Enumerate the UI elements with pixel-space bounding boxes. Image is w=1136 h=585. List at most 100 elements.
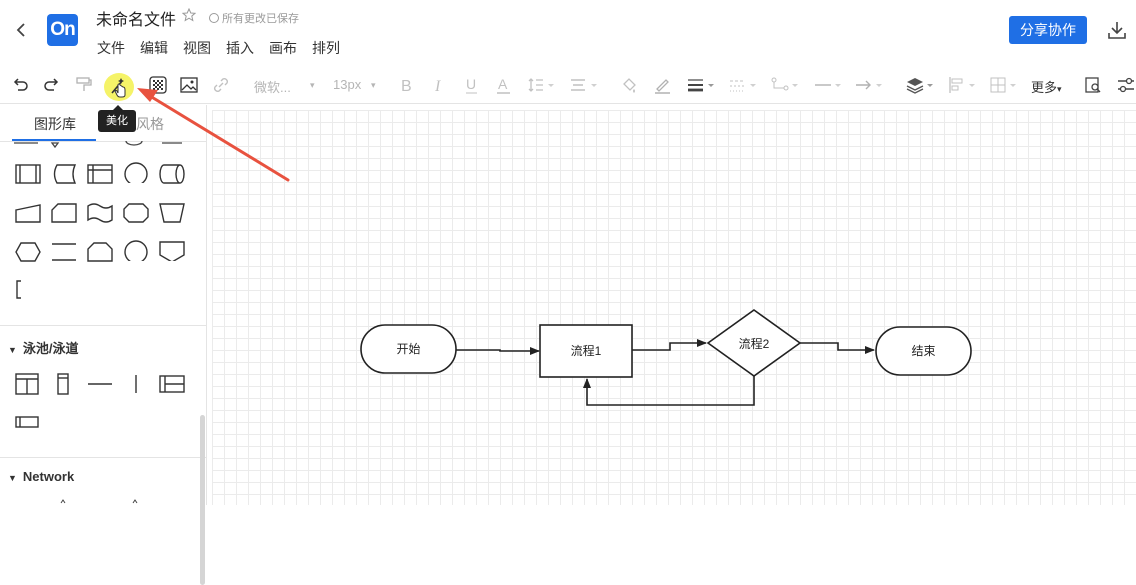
divider bbox=[0, 457, 207, 458]
shape-row-partial bbox=[14, 141, 182, 149]
tab-shape-library[interactable]: 图形库 bbox=[34, 116, 76, 132]
shape-predefined-process[interactable] bbox=[13, 163, 43, 185]
app-logo[interactable]: On bbox=[47, 14, 78, 46]
drawing-canvas[interactable]: 开始 流程1 流程2 结束 bbox=[212, 110, 1136, 505]
node-process2-label: 流程2 bbox=[739, 336, 770, 351]
node-end-label: 结束 bbox=[911, 344, 935, 358]
shape-off-page-connector[interactable] bbox=[157, 239, 187, 261]
shape-pool-vertical[interactable] bbox=[13, 373, 43, 395]
menu-canvas[interactable]: 画布 bbox=[269, 40, 297, 56]
menu-view[interactable]: 视图 bbox=[183, 40, 211, 56]
font-family-dropdown-icon[interactable]: ▾ bbox=[310, 80, 315, 90]
back-button[interactable] bbox=[10, 18, 32, 42]
star-icon[interactable] bbox=[181, 7, 197, 22]
svg-text:A: A bbox=[498, 76, 508, 92]
shape-pool-horizontal[interactable] bbox=[157, 373, 187, 395]
edge-process2-to-end[interactable] bbox=[800, 342, 875, 354]
shape-delay[interactable] bbox=[85, 241, 115, 263]
font-family-select[interactable]: 微软... bbox=[254, 80, 291, 95]
edge-process2-to-process1[interactable] bbox=[583, 376, 755, 406]
save-status-text: 所有更改已保存 bbox=[222, 13, 299, 25]
edge-start-to-process1[interactable] bbox=[456, 347, 540, 355]
redo-icon[interactable] bbox=[42, 75, 62, 95]
format-painter-icon[interactable] bbox=[74, 75, 94, 95]
align-icon[interactable] bbox=[569, 75, 599, 95]
undo-icon[interactable] bbox=[10, 75, 30, 95]
beautify-tooltip: 美化 bbox=[98, 105, 136, 132]
shape-stored-data[interactable] bbox=[49, 163, 79, 185]
share-button[interactable]: 分享协作 bbox=[1009, 16, 1087, 44]
caret-down-icon: ▼ bbox=[8, 473, 17, 483]
section-swimlane[interactable]: ▼ 泳池/泳道 bbox=[8, 338, 79, 357]
font-size-select[interactable]: 13px bbox=[333, 77, 362, 92]
italic-icon[interactable]: I bbox=[430, 75, 450, 95]
font-size-dropdown-icon[interactable]: ▾ bbox=[371, 80, 376, 90]
more-button[interactable]: 更多▾ bbox=[1031, 77, 1062, 96]
shape-sequential-data[interactable] bbox=[121, 161, 151, 183]
fill-color-icon[interactable] bbox=[620, 75, 640, 95]
settings-icon[interactable] bbox=[1116, 75, 1136, 95]
arrow-icon[interactable] bbox=[854, 75, 884, 95]
shape-separator-vertical[interactable] bbox=[121, 373, 151, 395]
document-title[interactable]: 未命名文件 bbox=[96, 12, 177, 29]
node-process2[interactable]: 流程2 bbox=[706, 309, 802, 377]
save-status: 所有更改已保存 bbox=[209, 10, 299, 26]
shape-separator-horizontal[interactable] bbox=[85, 373, 115, 395]
shape-display[interactable] bbox=[121, 202, 151, 224]
beautify-icon bbox=[111, 78, 126, 98]
shape-direct-data[interactable] bbox=[157, 163, 187, 185]
node-process1-label: 流程1 bbox=[571, 343, 602, 358]
fill-pattern-icon[interactable] bbox=[148, 75, 168, 95]
line-color-icon[interactable] bbox=[653, 75, 673, 95]
connector-icon[interactable] bbox=[770, 75, 800, 95]
menu-file[interactable]: 文件 bbox=[97, 40, 125, 56]
underline-icon[interactable]: U bbox=[462, 75, 482, 95]
line-style-icon[interactable] bbox=[728, 75, 758, 95]
menu-arrange[interactable]: 排列 bbox=[312, 40, 340, 56]
shape-preparation[interactable] bbox=[13, 241, 43, 263]
section-network-title: Network bbox=[22, 469, 75, 484]
download-icon[interactable] bbox=[1106, 19, 1128, 41]
shape-lane-horizontal[interactable] bbox=[13, 411, 43, 433]
section-swimlane-title: 泳池/泳道 bbox=[22, 341, 79, 356]
edge-process1-to-process2[interactable] bbox=[632, 339, 707, 351]
tab-style[interactable]: 风格 bbox=[136, 116, 164, 132]
node-end[interactable]: 结束 bbox=[875, 326, 972, 376]
shape-connector[interactable] bbox=[121, 239, 151, 261]
toolbar: 微软... ▾ 13px ▾ B I U A 更多▾ bbox=[0, 66, 1136, 104]
line-type-icon[interactable] bbox=[813, 75, 843, 95]
shape-card[interactable] bbox=[49, 202, 79, 224]
font-color-icon[interactable]: A bbox=[494, 75, 514, 95]
node-start-label: 开始 bbox=[396, 342, 420, 356]
shape-manual-input[interactable] bbox=[13, 202, 43, 224]
shape-lane-vertical[interactable] bbox=[49, 373, 79, 395]
node-start[interactable]: 开始 bbox=[360, 324, 457, 374]
distribute-icon[interactable] bbox=[988, 75, 1018, 95]
shape-bracket[interactable] bbox=[13, 279, 43, 301]
shape-punched-tape[interactable] bbox=[85, 202, 115, 224]
shape-internal-storage[interactable] bbox=[85, 163, 115, 185]
beautify-button[interactable] bbox=[104, 73, 134, 101]
link-icon[interactable] bbox=[211, 75, 231, 95]
menu-edit[interactable]: 编辑 bbox=[140, 40, 168, 56]
shape-annotation-lines[interactable] bbox=[49, 241, 79, 263]
shape-manual-operation[interactable] bbox=[157, 202, 187, 224]
app-header: On 未命名文件 所有更改已保存 文件 编辑 视图 插入 画布 排列 分享协作 bbox=[0, 0, 1136, 66]
line-spacing-icon[interactable] bbox=[527, 75, 555, 95]
search-replace-icon[interactable] bbox=[1083, 75, 1103, 95]
image-icon[interactable] bbox=[179, 75, 199, 95]
svg-text:I: I bbox=[434, 78, 441, 95]
node-process1[interactable]: 流程1 bbox=[539, 324, 633, 378]
sidebar-scrollbar[interactable] bbox=[200, 415, 205, 585]
align-objects-icon[interactable] bbox=[947, 75, 977, 95]
active-tab-indicator bbox=[12, 139, 96, 141]
section-network[interactable]: ▼ Network bbox=[8, 469, 74, 484]
flowchart: 开始 流程1 流程2 结束 bbox=[360, 309, 972, 406]
caret-down-icon: ▼ bbox=[8, 345, 17, 355]
bold-icon[interactable]: B bbox=[398, 75, 418, 95]
line-width-icon[interactable] bbox=[686, 75, 716, 95]
divider bbox=[0, 325, 207, 326]
check-circle-icon bbox=[209, 13, 219, 23]
layer-icon[interactable] bbox=[905, 75, 935, 95]
menu-insert[interactable]: 插入 bbox=[226, 40, 254, 56]
